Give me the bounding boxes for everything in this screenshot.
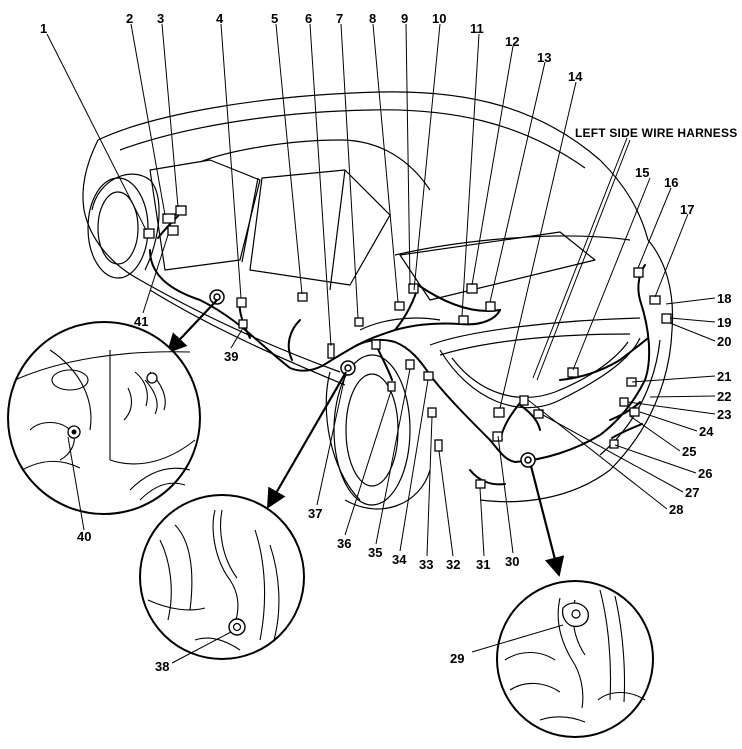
- callout-30: 30: [505, 554, 520, 569]
- car-body: [82, 91, 674, 510]
- inset-ground-center: [139, 494, 305, 664]
- callout-5: 5: [271, 11, 279, 26]
- callout-10: 10: [432, 11, 447, 26]
- callout-20: 20: [717, 334, 732, 349]
- callout-24: 24: [699, 424, 714, 439]
- callout-13: 13: [537, 50, 552, 65]
- callout-21: 21: [717, 369, 732, 384]
- inset-ground-left: [7, 321, 201, 531]
- harness-title-leader: [536, 139, 631, 381]
- callout-35: 35: [368, 545, 383, 560]
- inset-arrows: [166, 299, 565, 577]
- callout-11: 11: [470, 21, 484, 36]
- callout-40: 40: [77, 529, 92, 544]
- callout-33: 33: [419, 557, 434, 572]
- callout-34: 34: [392, 552, 407, 567]
- callout-9: 9: [401, 11, 409, 26]
- callout-37: 37: [308, 506, 323, 521]
- callout-38: 38: [155, 659, 170, 674]
- leader-lines: [46, 23, 716, 557]
- callout-31: 31: [476, 557, 491, 572]
- inset-ground-rear: [471, 580, 654, 738]
- callout-36: 36: [337, 536, 352, 551]
- callout-41: 41: [134, 314, 149, 329]
- callout-8: 8: [369, 11, 377, 26]
- ground-points: [209, 289, 536, 468]
- callout-1: 1: [40, 21, 48, 36]
- callout-28: 28: [669, 502, 684, 517]
- callout-16: 16: [664, 175, 679, 190]
- callout-39: 39: [224, 349, 239, 364]
- callout-18: 18: [717, 291, 732, 306]
- callout-17: 17: [680, 202, 695, 217]
- harness-routing: [149, 215, 651, 486]
- callout-12: 12: [505, 34, 520, 49]
- connector-set: [143, 205, 672, 489]
- callout-6: 6: [305, 11, 313, 26]
- callout-23: 23: [717, 407, 732, 422]
- callout-29: 29: [450, 651, 465, 666]
- callout-3: 3: [157, 11, 165, 26]
- callout-15: 15: [635, 165, 650, 180]
- callout-7: 7: [336, 11, 344, 26]
- callout-25: 25: [682, 444, 697, 459]
- callout-32: 32: [446, 557, 461, 572]
- callout-22: 22: [717, 389, 732, 404]
- callout-27: 27: [685, 485, 700, 500]
- harness-title: LEFT SIDE WIRE HARNESS: [575, 126, 738, 140]
- callout-4: 4: [216, 11, 224, 26]
- callout-19: 19: [717, 315, 732, 330]
- callout-14: 14: [568, 69, 583, 84]
- callout-26: 26: [698, 466, 713, 481]
- callout-2: 2: [126, 11, 134, 26]
